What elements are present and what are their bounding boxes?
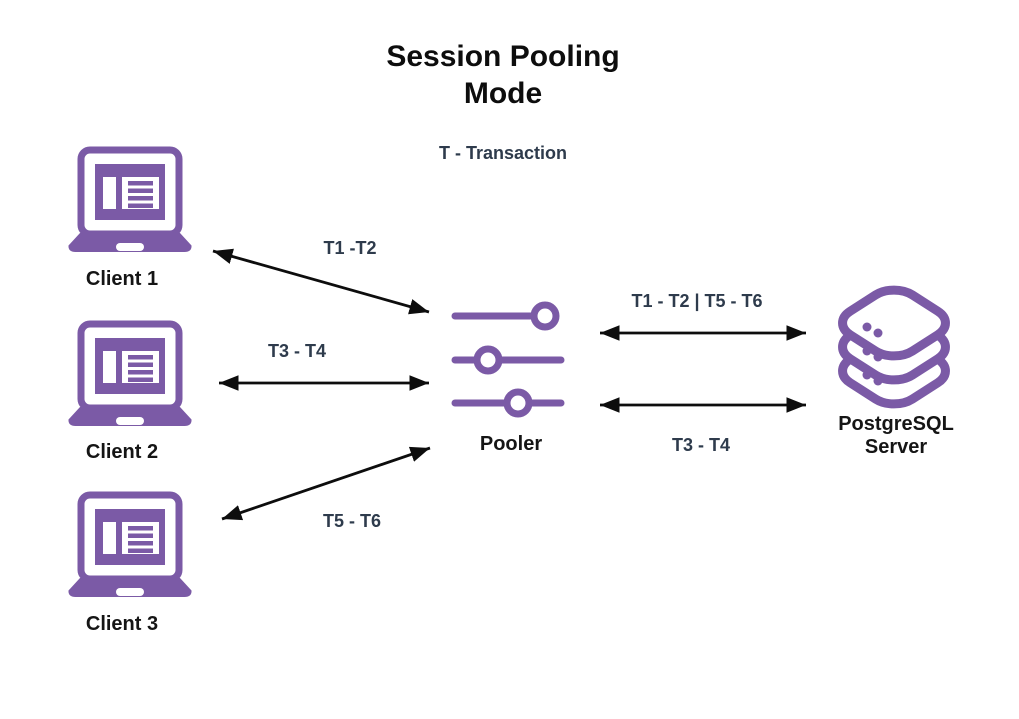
pooler-label: Pooler [479,433,543,455]
label-client2-pooler: T3 - T4 [267,341,327,361]
pooler-sliders-icon [451,301,565,418]
arrow-client1-pooler [212,248,430,315]
laptop-icon [68,320,192,426]
server-label: PostgreSQL Server [838,413,954,458]
label-pooler-server-bottom: T3 - T4 [671,435,731,455]
arrow-client3-pooler [221,446,431,521]
laptop-icon [68,491,192,597]
client-1-label: Client 1 [85,268,159,290]
label-client1-pooler: T1 -T2 [323,238,377,258]
client-3-label: Client 3 [85,613,159,635]
label-pooler-server-top: T1 - T2 | T5 - T6 [631,291,763,311]
diagram-title: Session Pooling Mode [386,40,620,111]
label-client3-pooler: T5 - T6 [322,511,382,531]
laptop-icon [68,146,192,252]
legend-note: T - Transaction [438,143,568,163]
client-2-label: Client 2 [85,441,159,463]
database-stack-icon [837,285,955,409]
